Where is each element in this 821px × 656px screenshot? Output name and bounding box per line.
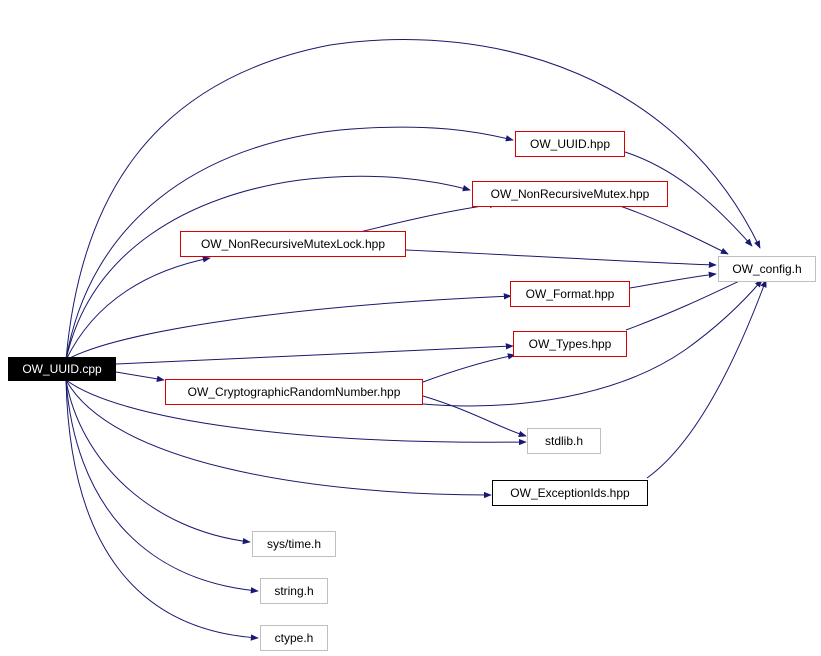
edge-nonrecursive-mutex-to-config: [619, 205, 729, 255]
edge-root-to-types: [115, 343, 514, 365]
edge-root-to-stdlib: [65, 379, 527, 446]
edge-root-to-format: [65, 293, 512, 361]
edge-root-to-uuid-hpp: [65, 126, 514, 361]
node-string-h[interactable]: string.h: [260, 578, 328, 604]
edge-root-to-config: [65, 39, 761, 361]
edge-format-to-config: [629, 271, 717, 289]
node-ctype-h[interactable]: ctype.h: [260, 625, 328, 651]
node-nonrecursive-mutex[interactable]: OW_NonRecursiveMutex.hpp: [472, 181, 668, 207]
edge-crypto-to-stdlib: [422, 395, 527, 437]
node-nonrecursive-mutex-lock[interactable]: OW_NonRecursiveMutexLock.hpp: [180, 231, 406, 257]
node-exception-ids[interactable]: OW_ExceptionIds.hpp: [492, 480, 648, 506]
edge-mutex-lock-to-nonrecursive-mutex: [359, 201, 498, 233]
node-cryptographic-random-number[interactable]: OW_CryptographicRandomNumber.hpp: [165, 379, 423, 405]
node-types-hpp[interactable]: OW_Types.hpp: [513, 331, 627, 357]
edge-mutex-lock-to-config: [405, 249, 717, 268]
node-root-file[interactable]: OW_UUID.cpp: [8, 357, 116, 381]
edge-root-to-string: [65, 379, 259, 594]
edge-root-to-ctype: [65, 379, 259, 641]
edge-types-to-config: [625, 275, 751, 331]
edge-crypto-to-config: [422, 279, 763, 407]
edge-root-to-nonrecursive-mutex: [65, 175, 471, 361]
node-uuid-hpp[interactable]: OW_UUID.hpp: [515, 131, 625, 157]
edge-root-to-sys-time: [65, 379, 251, 545]
node-format-hpp[interactable]: OW_Format.hpp: [510, 281, 630, 307]
node-config-h[interactable]: OW_config.h: [718, 256, 816, 282]
node-sys-time-h[interactable]: sys/time.h: [252, 531, 336, 557]
edge-root-to-exception-ids: [65, 379, 492, 499]
edge-uuid-hpp-to-config: [624, 151, 753, 247]
edge-crypto-to-types: [422, 353, 516, 383]
edge-root-to-mutex-lock: [65, 256, 211, 361]
edge-root-to-crypto: [115, 371, 165, 382]
node-stdlib-h[interactable]: stdlib.h: [527, 428, 601, 454]
edge-exception-ids-to-config: [646, 279, 767, 479]
